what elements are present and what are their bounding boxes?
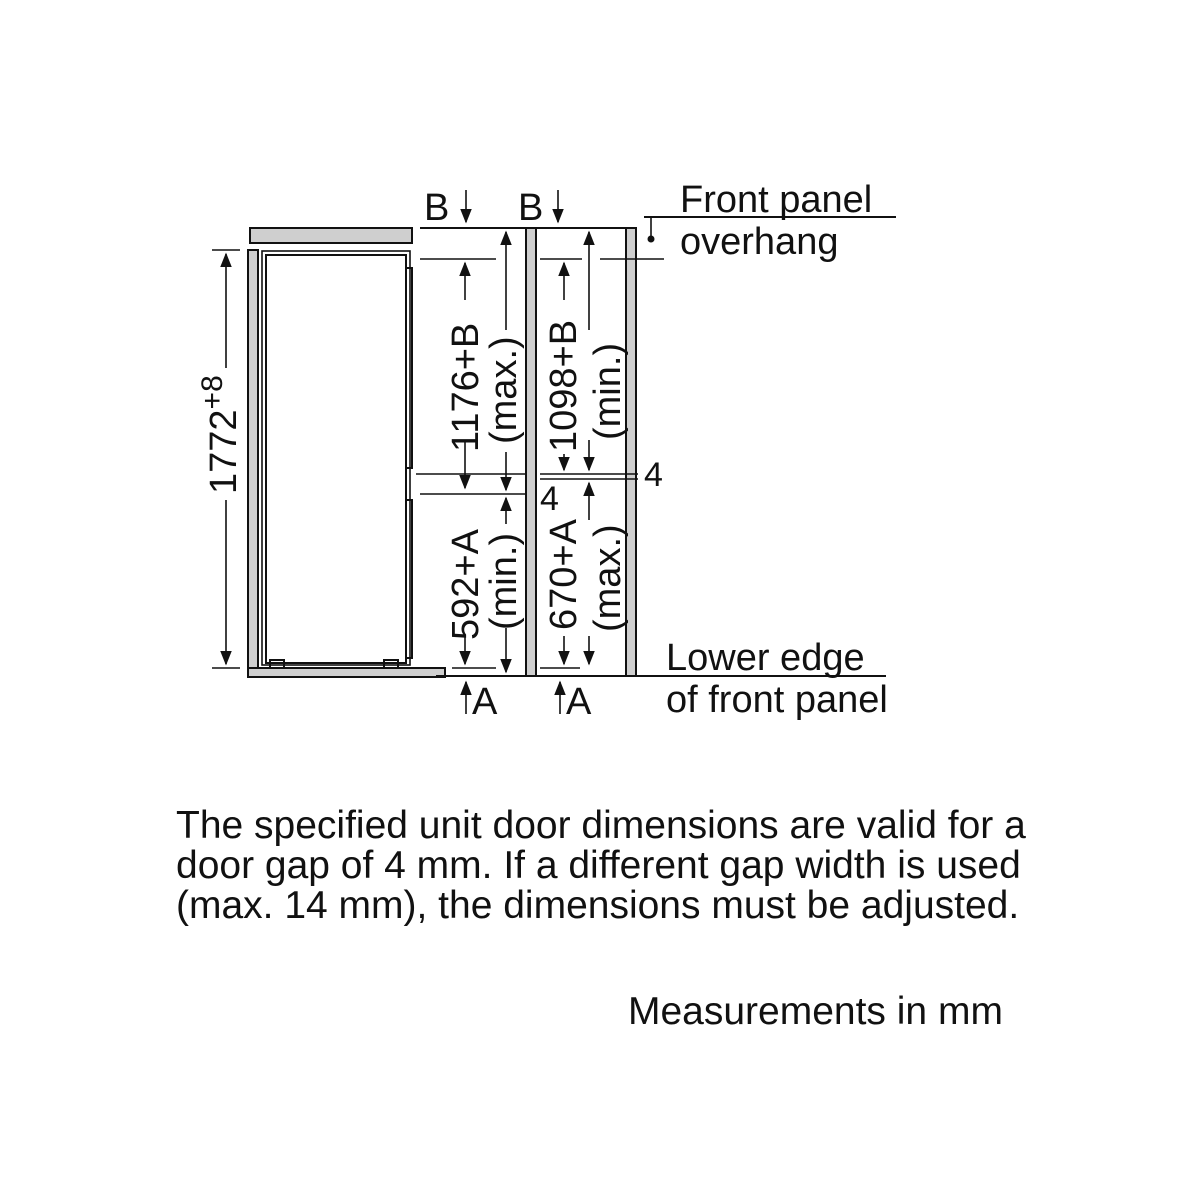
- height-dimension: 1772+8: [196, 249, 245, 669]
- cabinet-outline: [247, 227, 446, 678]
- door-gap-note: The specified unit door dimensions are v…: [176, 804, 1026, 927]
- front-panel-left: [525, 227, 537, 677]
- dim-max-lower: (max.): [587, 524, 629, 632]
- front-panel-right: [625, 227, 637, 677]
- gap-label-mid: 4: [540, 480, 559, 518]
- dimension-arrows-left: [459, 230, 512, 674]
- lower-edge-line1: Lower edge: [666, 637, 865, 679]
- units-caption: Measurements in mm: [628, 990, 1003, 1033]
- svg-text:B: B: [518, 187, 543, 229]
- reference-lines: [416, 216, 896, 677]
- a-marker-left: A: [460, 680, 498, 723]
- dim-min-lower: (min.): [483, 533, 525, 630]
- dim-592-a: 592+A: [445, 528, 487, 640]
- svg-text:A: A: [566, 681, 592, 723]
- front-panel-overhang-line2: overhang: [680, 221, 838, 263]
- dim-max-upper: (max.): [483, 336, 525, 444]
- lower-edge-line2: of front panel: [666, 679, 888, 721]
- dim-670-a: 670+A: [543, 518, 585, 630]
- dim-1176-b: 1176+B: [445, 323, 487, 452]
- gap-label-right: 4: [644, 456, 663, 494]
- a-marker-right: A: [554, 680, 592, 723]
- front-panel-overhang-line1: Front panel: [680, 179, 872, 221]
- b-marker-right: B: [518, 187, 564, 229]
- svg-text:B: B: [424, 187, 449, 229]
- dim-min-upper: (min.): [587, 343, 629, 440]
- dim-1098-b: 1098+B: [543, 320, 585, 452]
- dimension-arrows-right: [558, 230, 595, 666]
- svg-text:A: A: [472, 681, 498, 723]
- b-marker-left: B: [424, 187, 472, 229]
- height-label: 1772+8: [196, 375, 245, 494]
